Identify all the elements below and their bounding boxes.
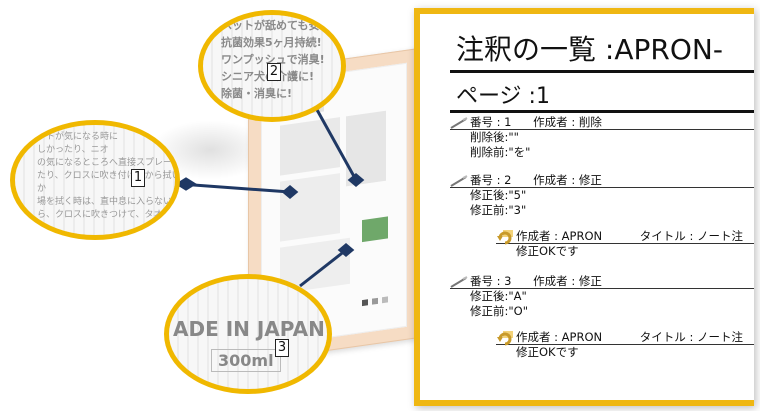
annotation-detail: 削除前:"を" — [470, 145, 531, 159]
page-block — [280, 117, 340, 176]
connector-end-1 — [175, 177, 197, 191]
annotation-detail: 修正後:"5" — [470, 188, 527, 202]
reply-header[interactable]: 作成者 : APRON タイトル : ノート注 — [496, 329, 754, 346]
annotation-number: 番号 : 1 — [470, 115, 512, 129]
zoom-callout-text: ットが気になる時に しかったり、ニオ の気になるところへ直接スプレー たり、クロ… — [37, 132, 180, 220]
annotation-author: 作成者 : 修正 — [533, 173, 602, 187]
annotation-author: 作成者 : 削除 — [533, 115, 602, 129]
reply-author: 作成者 : APRON — [516, 229, 603, 243]
page-block — [280, 173, 340, 242]
reply-title: タイトル : ノート注 — [639, 229, 743, 243]
panel-title: 注釈の一覧 :APRON- — [456, 33, 723, 66]
pen-icon — [450, 276, 468, 288]
zoom-callout-text: ADE IN JAPAN — [173, 317, 325, 341]
reply-header[interactable]: 作成者 : APRON タイトル : ノート注 — [496, 228, 754, 245]
annotation-header[interactable]: 番号 : 3 作成者 : 修正 — [450, 273, 754, 289]
annotation-number: 番号 : 3 — [470, 274, 512, 288]
pen-icon — [450, 117, 468, 129]
page-label: ページ :1 — [456, 84, 550, 109]
product-photo — [362, 216, 388, 243]
annotation-author: 作成者 : 修正 — [533, 274, 602, 288]
divider — [450, 110, 754, 113]
annotation-entry[interactable]: 番号 : 3 作成者 : 修正 修正後:"A" 修正前:"O" 作成者 : AP… — [450, 273, 754, 360]
pen-icon — [450, 175, 468, 187]
annotation-entry[interactable]: 番号 : 2 作成者 : 修正 修正後:"5" 修正前:"3" 作成者 : AP… — [450, 172, 754, 259]
page-block — [346, 110, 386, 187]
reply-body: 修正OKです — [516, 345, 579, 359]
reply-arrow-icon — [497, 331, 513, 346]
annotation-header[interactable]: 番号 : 2 作成者 : 修正 — [450, 172, 754, 188]
reply-body: 修正OKです — [516, 244, 579, 258]
zoom-callout-text: 300ml — [211, 349, 281, 372]
divider — [450, 70, 754, 73]
page-mark — [362, 299, 368, 307]
annotation-detail: 修正後:"A" — [470, 289, 527, 303]
annotation-entry[interactable]: 番号 : 1 作成者 : 削除 削除後:"" 削除前:"を" — [450, 114, 754, 160]
callout-number: 3 — [275, 339, 289, 357]
page-mark — [382, 296, 388, 304]
zoom-callout-3: ADE IN JAPAN 300ml 3 — [164, 274, 332, 394]
reply-title: タイトル : ノート注 — [639, 330, 743, 344]
zoom-callout-1: ットが気になる時に しかったり、ニオ の気になるところへ直接スプレー たり、クロ… — [10, 120, 180, 240]
document-preview-illustration: ットが気になる時に しかったり、ニオ の気になるところへ直接スプレー たり、クロ… — [10, 10, 420, 394]
annotation-detail: 修正前:"3" — [470, 203, 527, 217]
annotation-entries: 番号 : 1 作成者 : 削除 削除後:"" 削除前:"を" 番号 : 2 作成… — [450, 114, 754, 368]
annotation-reply[interactable]: 作成者 : APRON タイトル : ノート注 修正OKです — [496, 329, 754, 360]
annotation-detail: 修正前:"O" — [470, 304, 529, 318]
zoom-callout-2: ペットが舐めても安 抗菌効果5ヶ月持続! ワンプッシュで消臭! シニア犬の介護に… — [198, 10, 346, 122]
annotation-header[interactable]: 番号 : 1 作成者 : 削除 — [450, 114, 754, 130]
callout-number: 2 — [267, 63, 281, 81]
annotation-reply[interactable]: 作成者 : APRON タイトル : ノート注 修正OKです — [496, 228, 754, 259]
reply-arrow-icon — [497, 230, 513, 245]
page-mark — [372, 297, 378, 305]
reply-author: 作成者 : APRON — [516, 330, 603, 344]
zoom-callout-text: ペットが舐めても安 抗菌効果5ヶ月持続! ワンプッシュで消臭! シニア犬の介護に… — [221, 19, 325, 100]
annotation-number: 番号 : 2 — [470, 173, 512, 187]
callout-number: 1 — [131, 169, 145, 187]
annotation-detail: 削除後:"" — [470, 130, 519, 144]
annotation-list-panel: 注釈の一覧 :APRON- ページ :1 番号 : 1 作成者 : 削除 削除後… — [414, 8, 754, 406]
